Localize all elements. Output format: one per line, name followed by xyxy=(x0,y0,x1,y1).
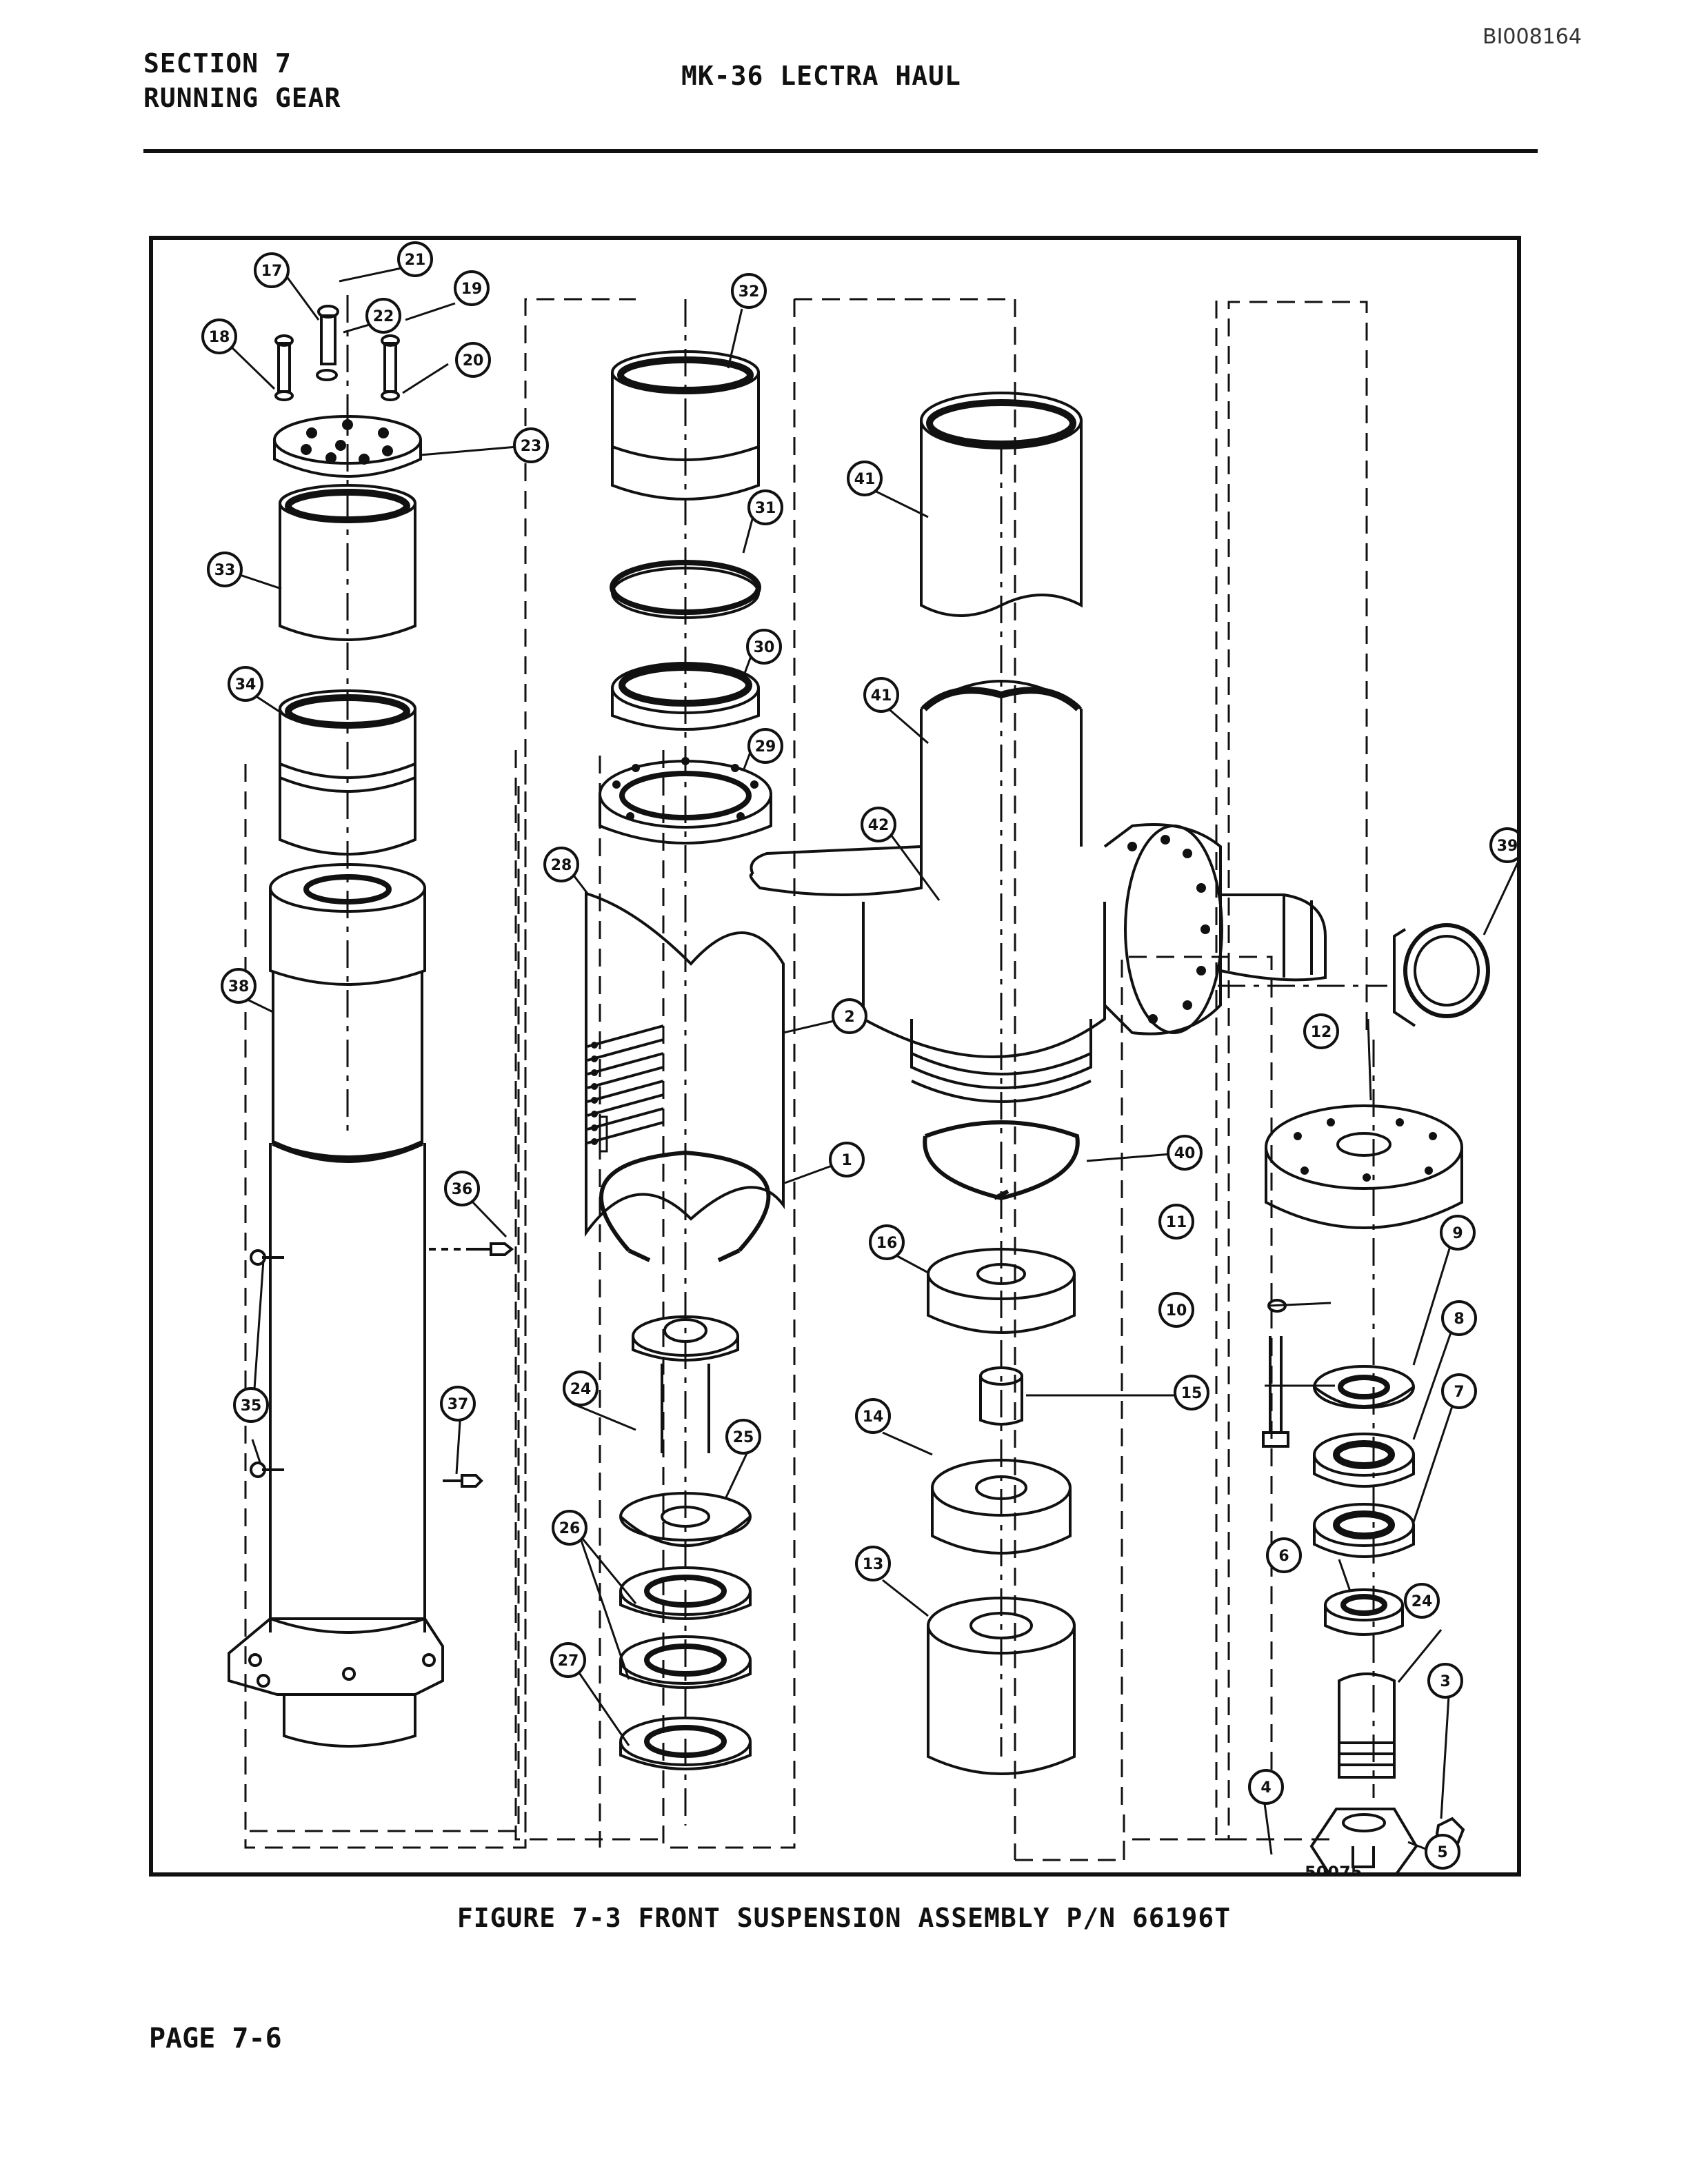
callout-34: 34 xyxy=(235,676,257,694)
callout-12: 12 xyxy=(1311,1024,1332,1041)
callout-33: 33 xyxy=(214,562,236,579)
callout-42: 42 xyxy=(868,817,890,834)
section-title: RUNNING GEAR xyxy=(143,83,341,113)
callout-26: 26 xyxy=(559,1520,581,1537)
callout-11: 11 xyxy=(1166,1214,1187,1231)
callout-28: 28 xyxy=(551,857,572,874)
document-id: BI008164 xyxy=(1483,25,1582,49)
callout-40: 40 xyxy=(1174,1145,1196,1162)
callout-27: 27 xyxy=(558,1652,579,1670)
drawing-number: 50075 xyxy=(1305,1863,1363,1872)
section-number: SECTION 7 xyxy=(143,48,292,79)
assembly-guide-lines xyxy=(244,298,1368,1861)
callout-balloons: 1 2 3 4 5 6 7 8 9 10 11 12 13 14 15 16 1… xyxy=(201,241,1525,1870)
callout-3: 3 xyxy=(1440,1673,1450,1690)
callout-7: 7 xyxy=(1454,1384,1464,1401)
spindle-assembly xyxy=(749,392,1327,1775)
callout-32: 32 xyxy=(738,283,760,301)
callout-15: 15 xyxy=(1181,1385,1203,1402)
callout-36: 36 xyxy=(452,1181,473,1198)
figure-frame: 1 2 3 4 5 6 7 8 9 10 11 12 13 14 15 16 1… xyxy=(149,236,1527,1943)
figure-caption: FIGURE 7-3 FRONT SUSPENSION ASSEMBLY P/N… xyxy=(456,1903,1232,1933)
cover-plate-bolt-holes xyxy=(301,419,393,465)
callout-4: 4 xyxy=(1260,1779,1271,1797)
callout-18: 18 xyxy=(209,329,230,346)
callout-21: 21 xyxy=(405,252,426,269)
header-rule xyxy=(143,149,1538,153)
callout-16: 16 xyxy=(876,1235,898,1252)
callout-35: 35 xyxy=(241,1397,262,1415)
manual-title: MK-36 LECTRA HAUL xyxy=(681,61,961,91)
exploded-view-drawing: 1 2 3 4 5 6 7 8 9 10 11 12 13 14 15 16 1… xyxy=(201,241,1527,1943)
callout-14: 14 xyxy=(863,1408,884,1426)
callout-9: 9 xyxy=(1452,1225,1463,1242)
callout-1: 1 xyxy=(841,1152,852,1169)
callout-41-lower: 41 xyxy=(871,687,892,705)
bushings-and-seals xyxy=(585,350,785,1770)
page-number: PAGE 7-6 xyxy=(149,2023,282,2054)
callout-25: 25 xyxy=(733,1429,754,1446)
callout-23: 23 xyxy=(521,438,542,455)
callout-39: 39 xyxy=(1497,838,1517,855)
callout-2: 2 xyxy=(844,1009,854,1026)
callout-31: 31 xyxy=(755,500,776,517)
king-pin-housing xyxy=(228,415,444,1748)
callout-24-pin: 24 xyxy=(570,1381,592,1398)
callout-22: 22 xyxy=(373,308,394,325)
grease-fittings xyxy=(250,1242,514,1488)
callout-30: 30 xyxy=(754,639,775,656)
callout-13: 13 xyxy=(863,1556,884,1573)
callout-6: 6 xyxy=(1278,1548,1289,1565)
callout-8: 8 xyxy=(1454,1311,1464,1328)
centerlines xyxy=(346,295,1387,1826)
callout-17: 17 xyxy=(261,263,283,280)
bolts-and-washers xyxy=(274,305,400,401)
callout-19: 19 xyxy=(461,281,483,298)
callout-24-spindle: 24 xyxy=(1411,1593,1433,1610)
callout-37: 37 xyxy=(448,1396,469,1413)
callout-10: 10 xyxy=(1166,1302,1187,1320)
callout-38: 38 xyxy=(228,978,250,995)
callout-29: 29 xyxy=(755,738,776,756)
callout-5: 5 xyxy=(1437,1844,1447,1861)
callout-41-upper: 41 xyxy=(854,471,876,488)
spring-coils xyxy=(587,1024,664,1145)
callout-20: 20 xyxy=(463,352,484,370)
